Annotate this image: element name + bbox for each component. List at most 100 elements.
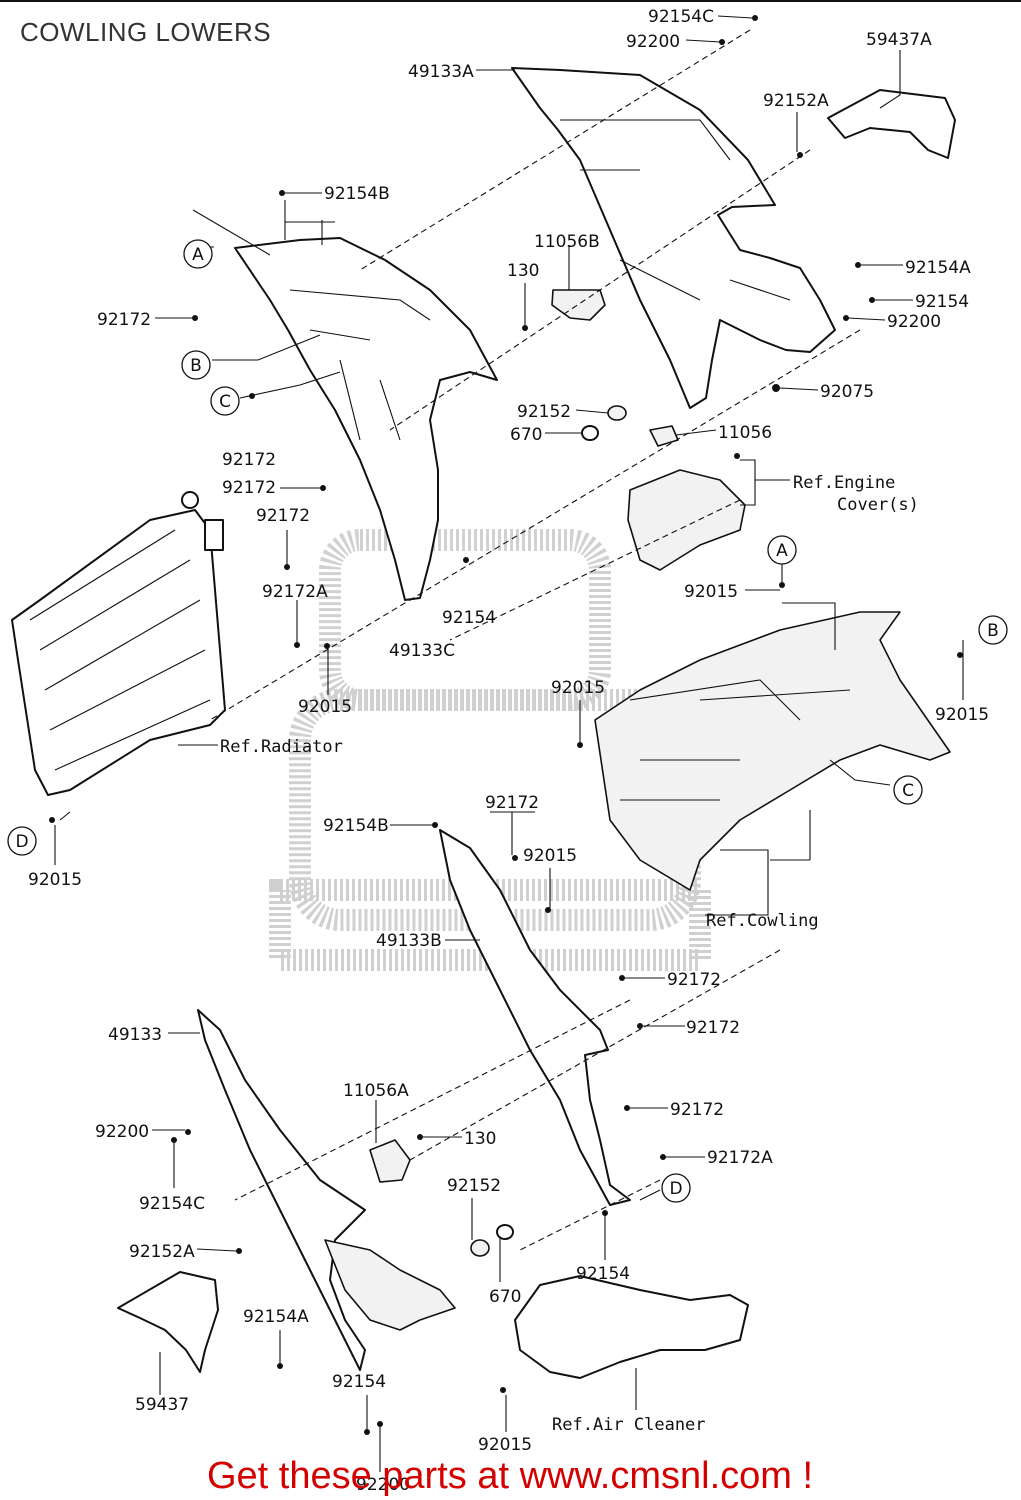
label-92015-c: 92015 (298, 697, 352, 717)
inner-cowling-lower-right (439, 829, 631, 1206)
label-92015-g: 92015 (478, 1435, 532, 1455)
label-92172A-top: 92172A (262, 582, 328, 602)
label-59437A: 59437A (866, 30, 932, 50)
bracket-11056A (369, 1139, 411, 1183)
reference-labels: Ref.Engine Cover(s) Ref.Radiator Ref.Cow… (220, 473, 919, 1435)
label-49133: 49133 (108, 1025, 162, 1045)
label-92154A-bot: 92154A (243, 1307, 309, 1327)
ring-670-top (581, 425, 599, 441)
callout-D-lower: D (661, 1173, 691, 1203)
grommet-92152-top (607, 405, 627, 421)
svg-text:C: C (219, 392, 231, 412)
label-49133A: 49133A (408, 62, 474, 82)
label-92015-a: 92015 (684, 582, 738, 602)
label-59437: 59437 (135, 1395, 189, 1415)
radiator (11, 491, 226, 796)
ref-air-cleaner: Ref.Air Cleaner (552, 1415, 706, 1435)
label-92154-bot1: 92154 (576, 1264, 630, 1284)
svg-text:A: A (776, 541, 788, 561)
svg-text:C: C (902, 781, 914, 801)
footer-promo-link[interactable]: Get these parts at www.cmsnl.com ! (207, 1455, 813, 1497)
callout-B-right: B (978, 615, 1008, 645)
label-92154-top: 92154 (915, 292, 969, 312)
label-92172-c: 92172 (222, 478, 276, 498)
label-92152A-top: 92152A (763, 91, 829, 111)
ref-engine-cover-line1: Ref.Engine (793, 473, 895, 493)
inner-cowling-upper-left-detail (289, 289, 431, 441)
label-92154C-bot: 92154C (139, 1194, 205, 1214)
ref-engine-cover-line2: Cover(s) (837, 495, 919, 515)
svg-text:D: D (15, 832, 28, 852)
callout-C-upper: C (210, 386, 240, 416)
label-670-bot: 670 (489, 1287, 521, 1307)
bracket-11056B (551, 289, 606, 321)
inner-cowling-lower-left (197, 1009, 366, 1371)
label-92154-bot2: 92154 (332, 1372, 386, 1392)
label-11056B: 11056B (534, 232, 600, 252)
label-92152-bot: 92152 (447, 1176, 501, 1196)
label-92154C-top: 92154C (648, 7, 714, 27)
label-92200-top: 92200 (626, 32, 680, 52)
label-92172A-bot: 92172A (707, 1148, 773, 1168)
svg-text:D: D (669, 1179, 682, 1199)
label-49133C: 49133C (389, 641, 455, 661)
label-92172-d: 92172 (256, 506, 310, 526)
label-92200-last: 92200 (356, 1475, 410, 1495)
label-11056: 11056 (718, 423, 772, 443)
label-130-bot: 130 (464, 1129, 496, 1149)
lower-bracket (324, 1239, 456, 1331)
callout-D-left: D (7, 826, 37, 856)
label-92172-g: 92172 (686, 1018, 740, 1038)
label-92154A-top: 92154A (905, 258, 971, 278)
label-92015-e: 92015 (28, 870, 82, 890)
cowling-right (594, 611, 951, 891)
svg-text:A: A (192, 245, 204, 265)
label-92172-f: 92172 (667, 970, 721, 990)
inner-cowling-upper-right-detail (560, 119, 791, 301)
air-cleaner (514, 1275, 749, 1379)
inner-cowling-upper-left (234, 237, 498, 601)
ref-radiator: Ref.Radiator (220, 737, 343, 757)
part-labels: 92154C 92200 49133A 59437A 92152A 92154B… (28, 7, 989, 1495)
callout-C-right: C (893, 775, 923, 805)
fasteners (49, 15, 963, 1435)
label-49133B: 49133B (376, 931, 442, 951)
grommet-92152-bot (470, 1239, 490, 1257)
label-92015-b: 92015 (935, 705, 989, 725)
label-670-top: 670 (510, 425, 542, 445)
svg-text:B: B (190, 356, 202, 376)
bracket-11056 (649, 425, 679, 447)
engine-cover (627, 469, 746, 571)
inner-cowling-upper-right (511, 67, 836, 409)
cowling-right-detail (620, 679, 851, 801)
leader-lines (54, 15, 964, 1472)
label-92015-d: 92015 (551, 678, 605, 698)
ref-cowling: Ref.Cowling (706, 911, 819, 931)
label-92152A-bot: 92152A (129, 1242, 195, 1262)
svg-text:B: B (987, 621, 999, 641)
label-130-top: 130 (507, 261, 539, 281)
ring-670-bot (496, 1224, 514, 1240)
label-92172-b: 92172 (222, 450, 276, 470)
label-92200-bot: 92200 (95, 1122, 149, 1142)
alignment-lines (209, 29, 861, 1251)
callout-markers: A B C A B C D D (7, 239, 1008, 1203)
callout-A-upper: A (183, 239, 213, 269)
label-92172-h: 92172 (670, 1100, 724, 1120)
air-duct-upper (827, 89, 956, 159)
page-title: COWLING LOWERS (20, 17, 271, 47)
label-92200-mid: 92200 (887, 312, 941, 332)
label-92172-e: 92172 (485, 793, 539, 813)
callout-B-upper: B (181, 350, 211, 380)
label-92154B-mid: 92154B (323, 816, 389, 836)
label-92154B-top: 92154B (324, 184, 390, 204)
callout-A-right: A (767, 535, 797, 565)
label-92015-f: 92015 (523, 846, 577, 866)
air-duct-lower (117, 1271, 219, 1373)
label-92154-mid: 92154 (442, 608, 496, 628)
label-92075: 92075 (820, 382, 874, 402)
label-92172-a: 92172 (97, 310, 151, 330)
label-92152-top: 92152 (517, 402, 571, 422)
label-11056A: 11056A (343, 1081, 409, 1101)
